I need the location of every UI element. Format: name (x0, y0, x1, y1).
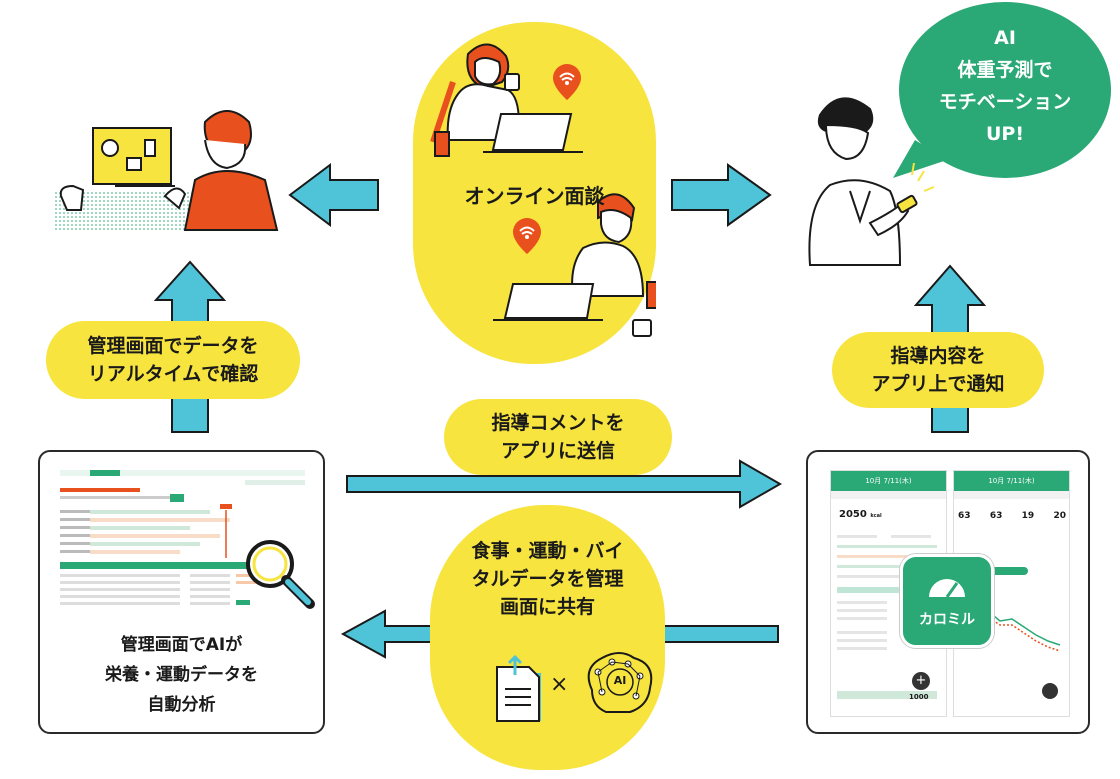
center-bottom-capsule (430, 505, 665, 770)
app-calorie-unit: kcal (870, 513, 882, 519)
app-screen-card: 10月 7/11(木) 2050 kcal 1000 10月 7/11(木) (806, 450, 1090, 734)
pill-realtime-check: 管理画面でデータを リアルタイムで確認 (46, 321, 300, 399)
admin-dashboard-card: 管理画面でAIが 栄養・運動データを 自動分析 (38, 450, 325, 734)
online-interview-illustration (430, 43, 656, 337)
wifi-pin-icon (553, 64, 581, 100)
app-date-header-left: 10月 7/11(木) (831, 471, 946, 491)
online-interview-title: オンライン面談 (464, 184, 605, 208)
app-calorie-value: 2050 (839, 509, 867, 520)
analyst-at-computer-illustration (55, 110, 279, 231)
pill-notify-guidance: 指導内容を アプリ上で通知 (832, 332, 1044, 408)
app-bottom-value: 1000 (909, 693, 929, 701)
admin-screen-mock (60, 470, 305, 605)
document-upload-icon (496, 655, 541, 722)
app-name-label: カロミル (919, 612, 975, 628)
speech-bubble-shape (893, 2, 1111, 178)
ai-brain-label: AI (613, 674, 627, 687)
app-stat-row: 63 63 19 20 (958, 511, 1066, 521)
pill-send-comment: 指導コメントを アプリに送信 (444, 399, 672, 475)
admin-card-caption: 管理画面でAIが 栄養・運動データを 自動分析 (105, 635, 258, 715)
gauge-icon (929, 579, 965, 598)
magnifier-icon (246, 540, 315, 609)
app-left-mock (837, 535, 937, 699)
arrow-right-top (671, 163, 772, 227)
app-date-header-right: 10月 7/11(木) (954, 471, 1069, 491)
plus-button-icon: + (912, 672, 930, 690)
arrow-left-top (288, 163, 379, 227)
ai-prediction-bubble-text: AI 体重予測で モチベーション UP! (938, 27, 1072, 145)
times-sign: × (550, 672, 569, 697)
karomiru-app-icon: カロミル (900, 554, 994, 648)
ai-brain-icon (587, 652, 653, 713)
wifi-pin-icon-2 (513, 218, 541, 254)
pill-share-data: 食事・運動・バイ タルデータを管理 画面に共有 (471, 540, 624, 618)
man-with-laptop-icon (493, 193, 656, 337)
arrow-right-middle (346, 459, 783, 509)
woman-with-phone-illustration (808, 97, 935, 266)
woman-with-laptop-icon (430, 43, 583, 157)
